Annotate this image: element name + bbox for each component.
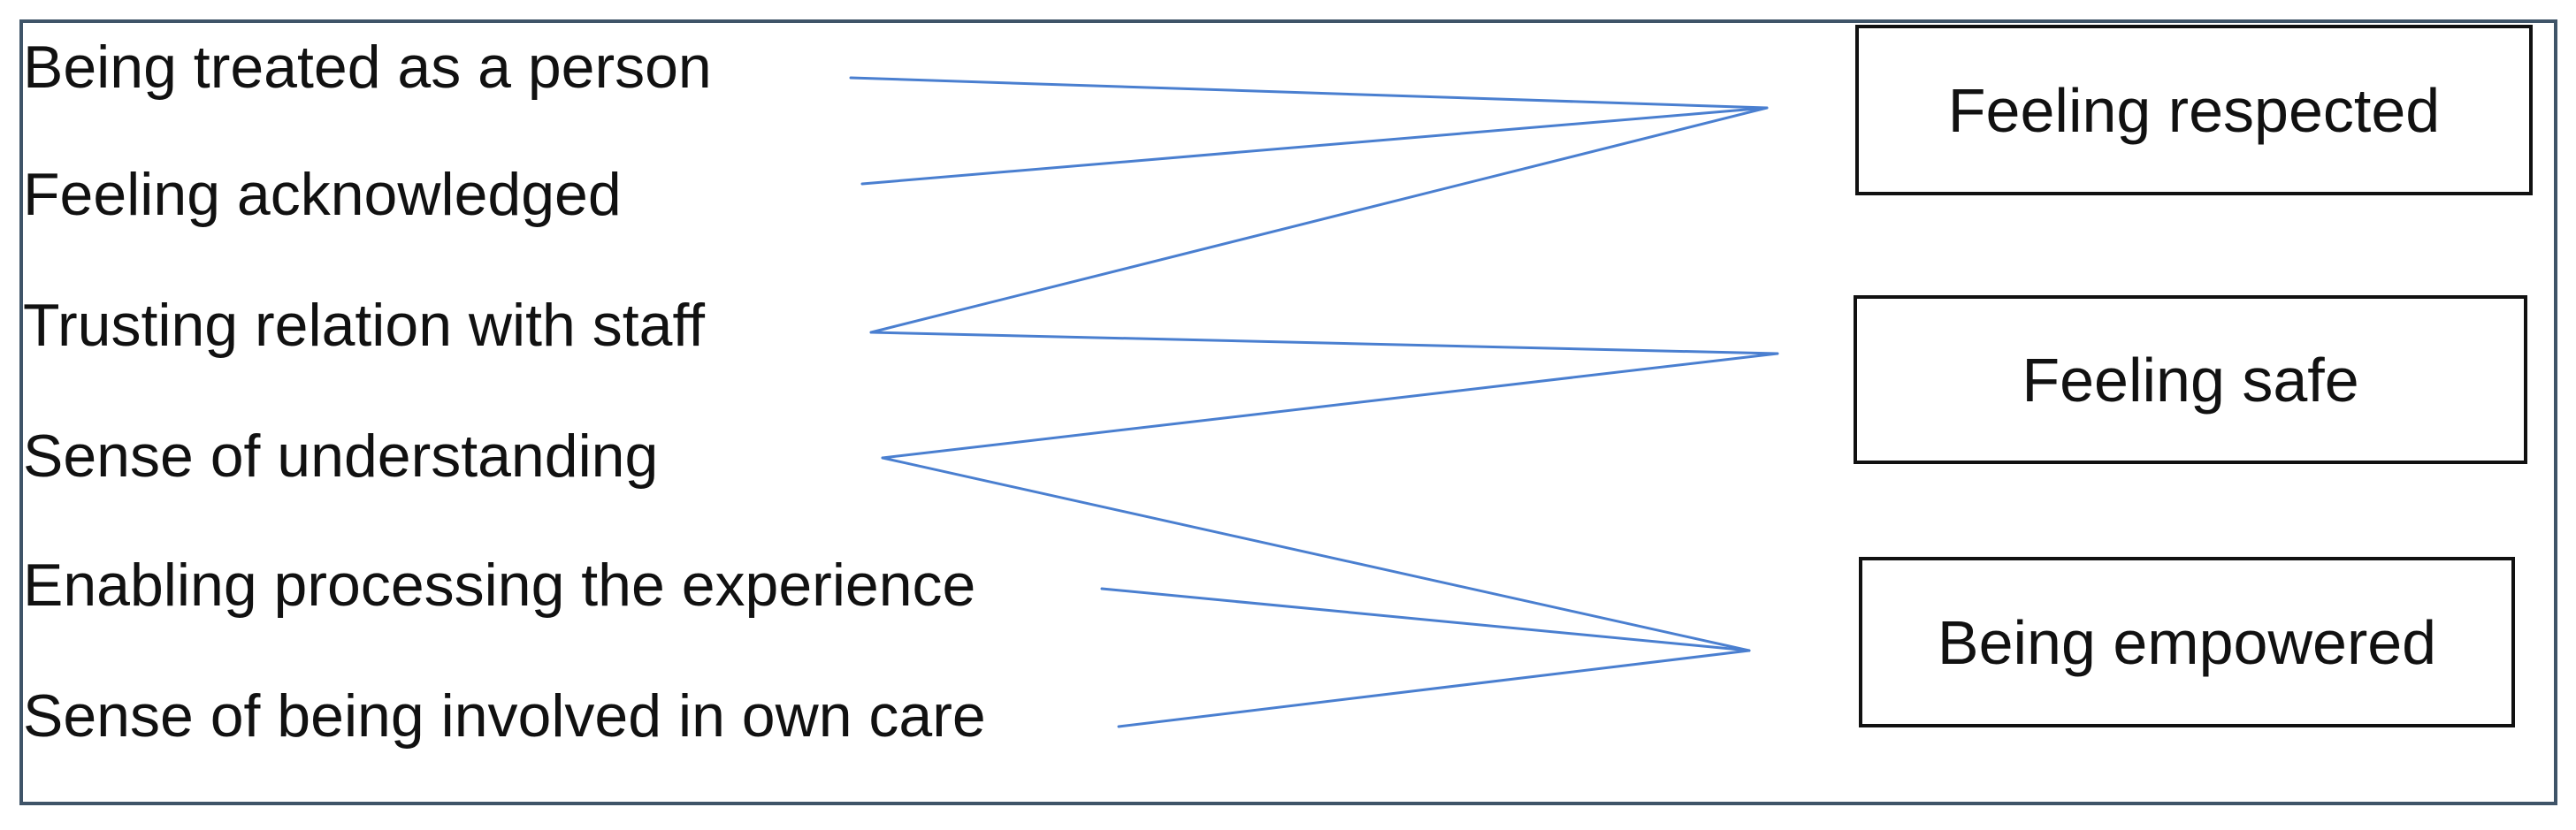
- subtheme-trusting-relation-with-staff: Trusting relation with staff: [23, 292, 706, 359]
- connector-sense-of-understanding-to-feeling-safe: [881, 352, 1779, 460]
- theme-box-being-empowered: Being empowered: [1859, 557, 2515, 727]
- connector-enabling-processing-to-being-empowered: [1100, 587, 1751, 652]
- connector-feeling-acknowledged-to-feeling-respected: [860, 106, 1769, 186]
- theme-box-feeling-respected: Feeling respected: [1855, 25, 2533, 195]
- diagram-frame: [19, 19, 2557, 805]
- subtheme-enabling-processing-the-experience: Enabling processing the experience: [23, 552, 976, 619]
- connector-sense-of-understanding-to-being-empowered: [881, 456, 1751, 652]
- subtheme-being-treated-as-a-person: Being treated as a person: [23, 34, 712, 101]
- theme-box-feeling-safe: Feeling safe: [1854, 295, 2527, 464]
- subtheme-sense-of-being-involved-in-own-care: Sense of being involved in own care: [23, 682, 986, 750]
- connector-trusting-relation-to-feeling-safe: [869, 331, 1779, 355]
- subtheme-feeling-acknowledged: Feeling acknowledged: [23, 161, 622, 228]
- connector-trusting-relation-to-feeling-respected: [869, 106, 1769, 334]
- theme-label-being-empowered: Being empowered: [1937, 607, 2437, 677]
- theme-label-feeling-safe: Feeling safe: [2022, 345, 2359, 415]
- connector-being-treated-to-feeling-respected: [849, 76, 1769, 110]
- theme-label-feeling-respected: Feeling respected: [1947, 75, 2441, 145]
- connector-sense-of-being-involved-to-being-empowered: [1117, 649, 1751, 728]
- subtheme-sense-of-understanding: Sense of understanding: [23, 423, 659, 490]
